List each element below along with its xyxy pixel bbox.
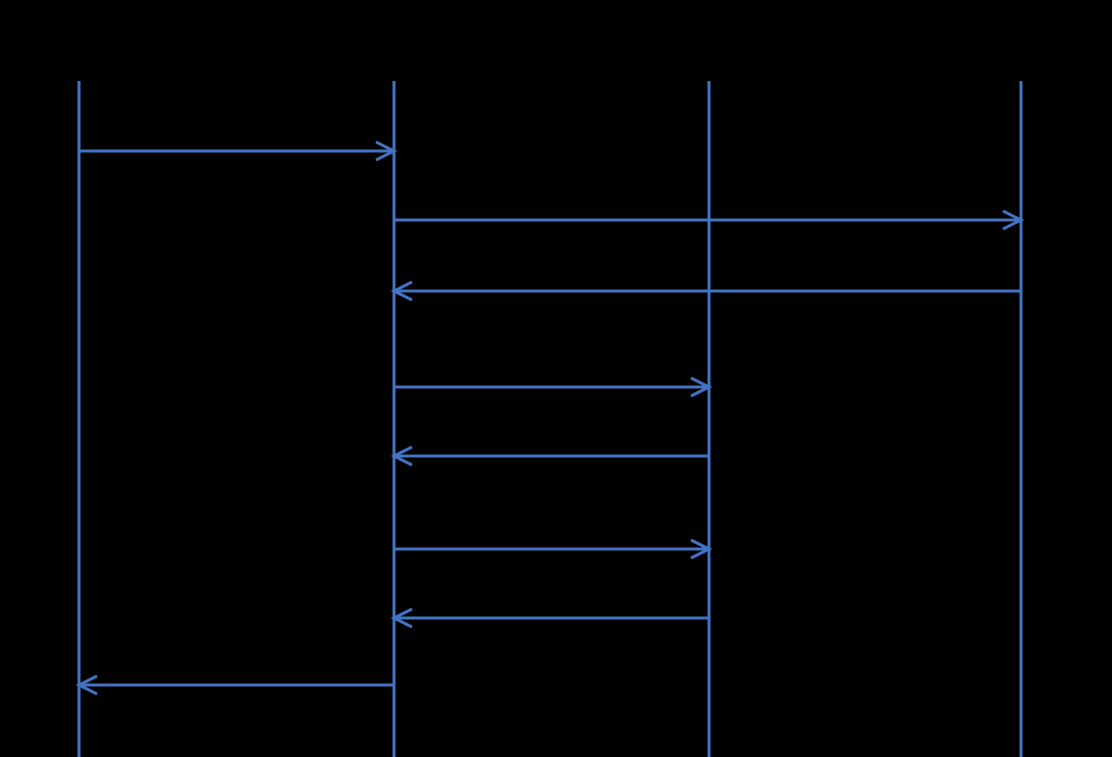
- message-arrowhead-4: [690, 376, 713, 398]
- message-arrowhead-6: [690, 538, 713, 560]
- message-arrowhead-1: [375, 140, 398, 162]
- message-3: [390, 280, 1021, 302]
- message-2: [394, 209, 1025, 231]
- message-arrowhead-2: [1002, 209, 1025, 231]
- message-arrowhead-8: [75, 674, 98, 696]
- message-6: [394, 538, 713, 560]
- message-5: [390, 445, 709, 467]
- messages-group: [75, 140, 1025, 696]
- message-arrowhead-7: [390, 607, 413, 629]
- message-7: [390, 607, 709, 629]
- message-8: [75, 674, 394, 696]
- message-4: [394, 376, 713, 398]
- message-1: [79, 140, 398, 162]
- message-arrowhead-3: [390, 280, 413, 302]
- lifelines-group: [77, 81, 1023, 757]
- message-arrowhead-5: [390, 445, 413, 467]
